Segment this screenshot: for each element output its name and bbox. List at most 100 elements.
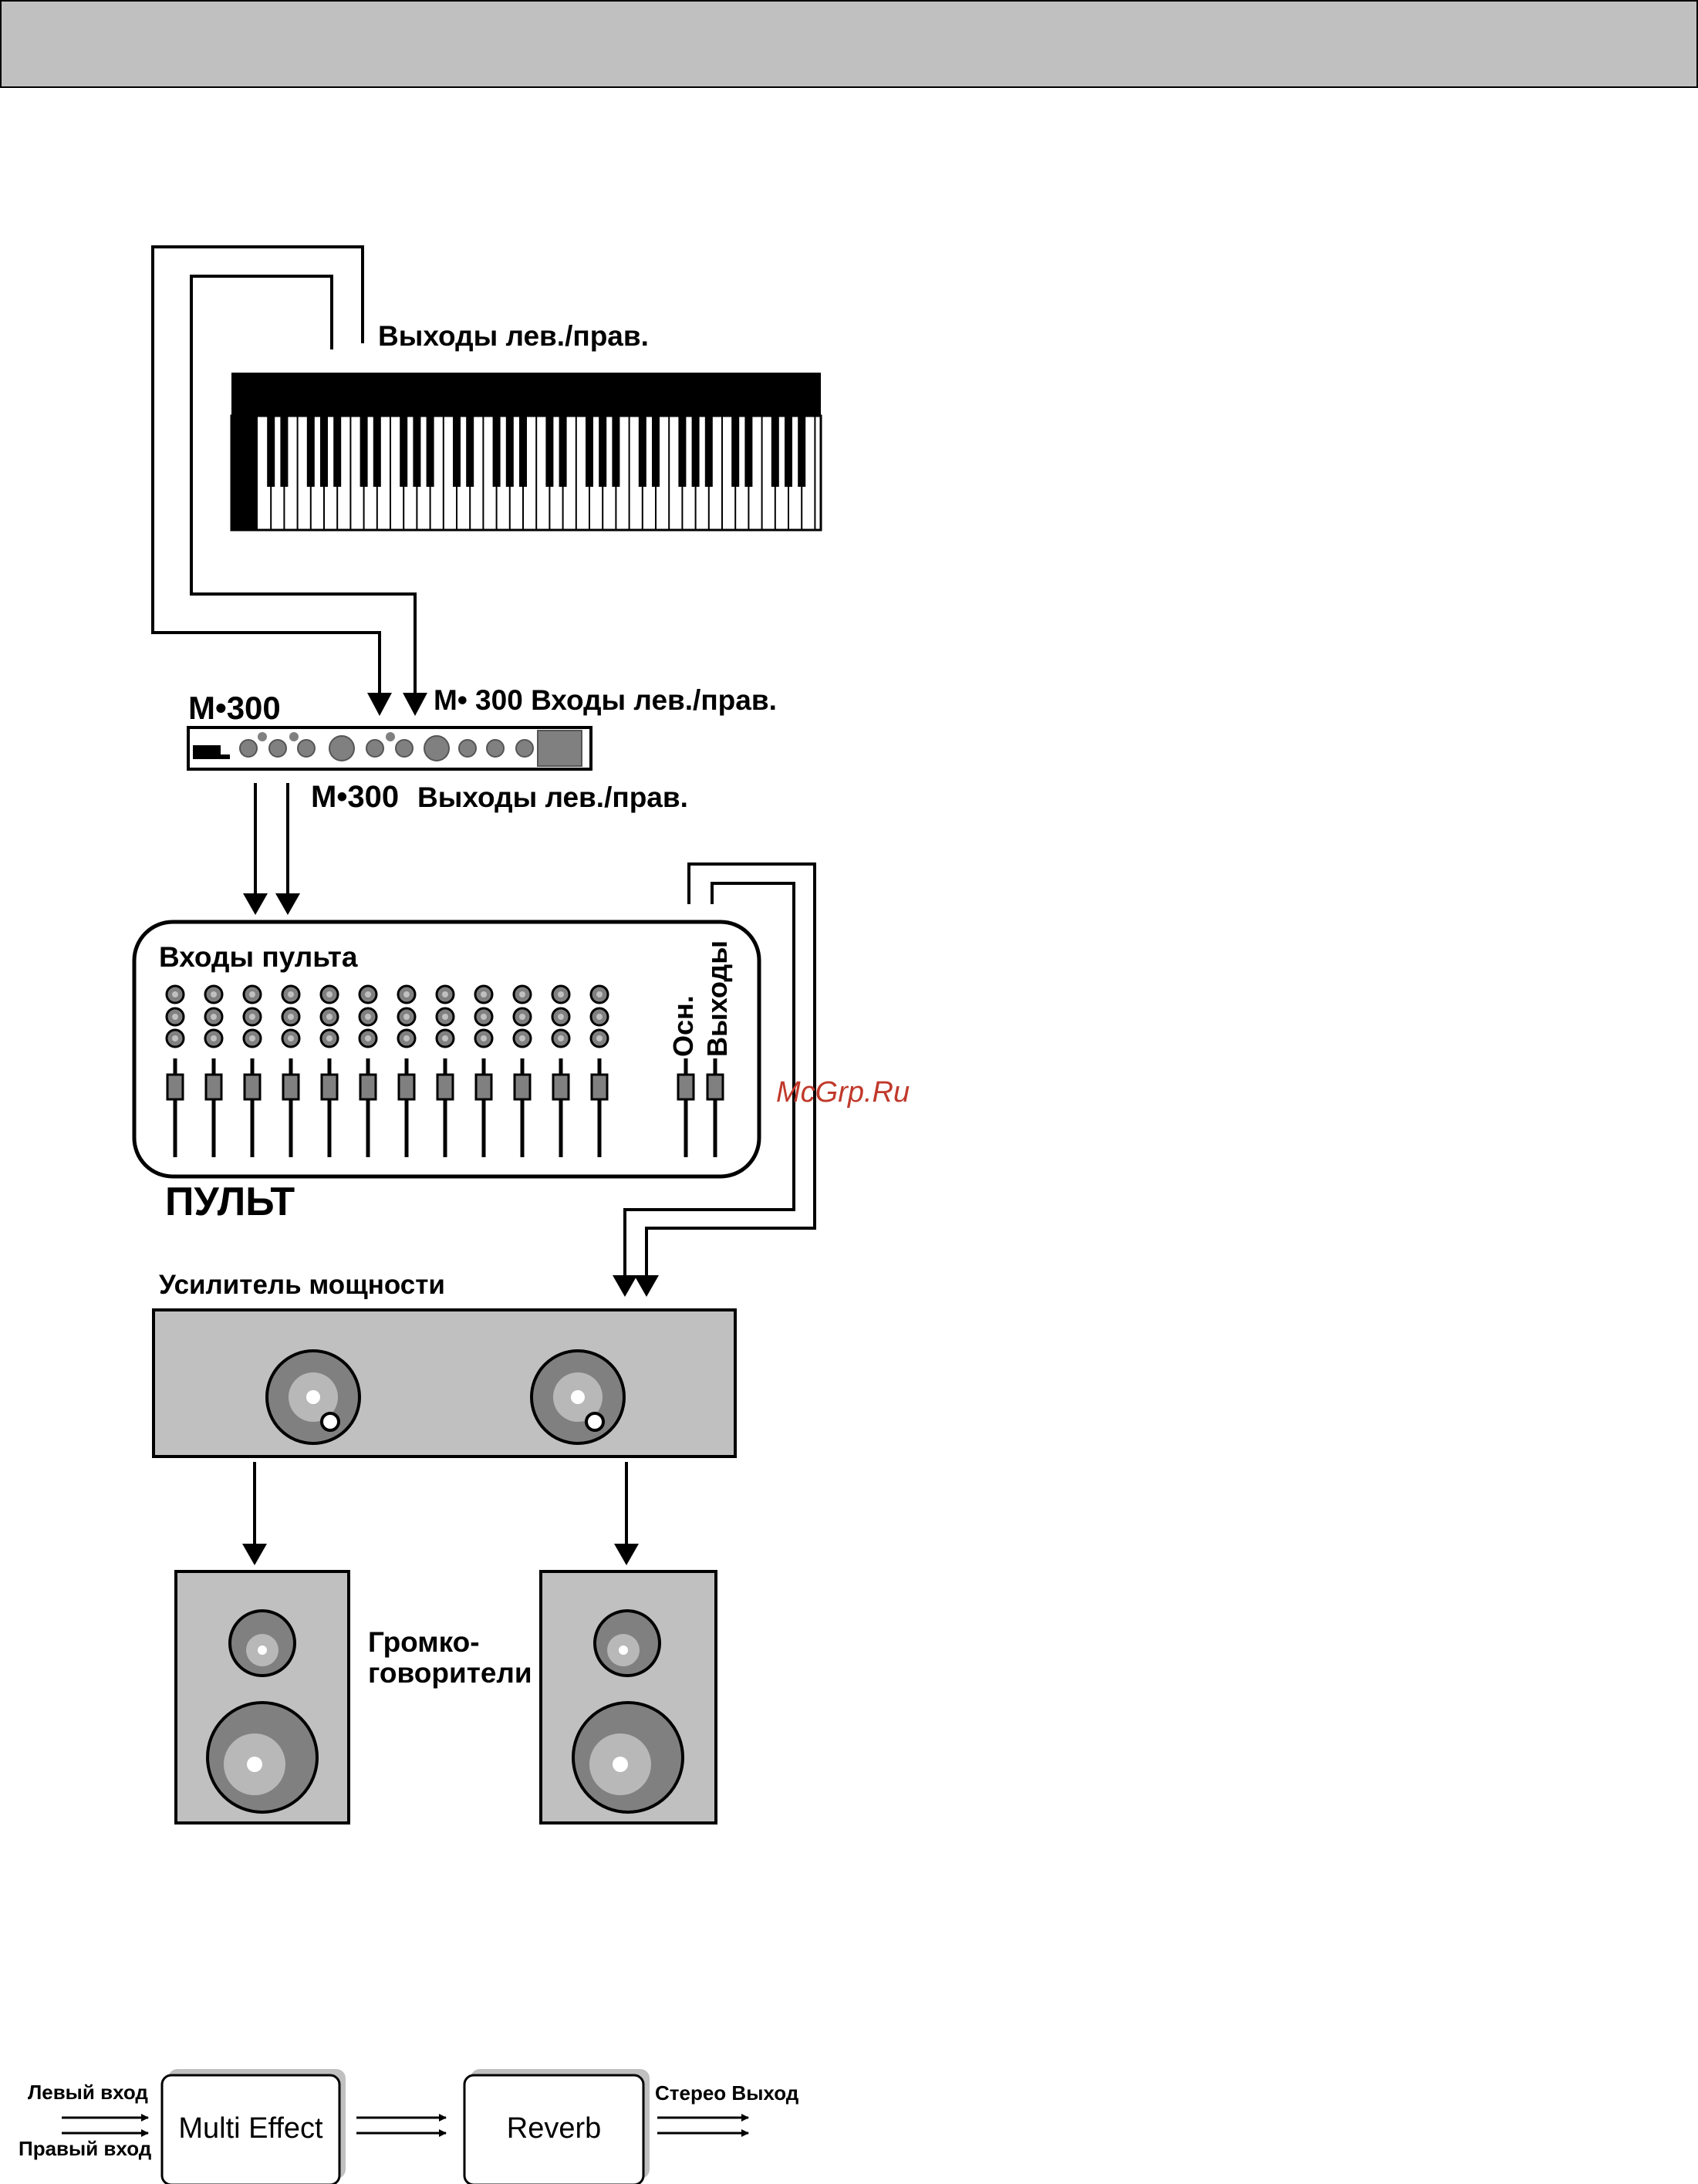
speakers-label-line1: Громко- [368, 1626, 480, 1658]
speakers-label-line2: говорители [368, 1657, 532, 1689]
black-key [466, 416, 474, 487]
black-key [280, 416, 288, 487]
m300-knob [459, 740, 476, 757]
mixer: Входы пульта Осн. Выходы [134, 922, 759, 1176]
black-key [652, 416, 660, 487]
channel-knob-center [519, 1014, 525, 1020]
channel-fader [437, 1075, 453, 1099]
channel-knob-center [172, 991, 178, 997]
black-key [360, 416, 368, 487]
channel-knob-center [249, 1035, 255, 1041]
channel-fader [245, 1075, 260, 1099]
black-key [599, 416, 606, 487]
m300-knob [329, 736, 354, 761]
black-key [678, 416, 686, 487]
signal-flow: Левый вход Правый вход Multi Effect Reve… [19, 2069, 799, 2184]
m300-led [258, 732, 267, 741]
speaker-left [176, 1571, 349, 1823]
m300-logo: M•300 [188, 690, 281, 726]
black-key [320, 416, 328, 487]
m300-outputs-logo: M•300 [311, 780, 399, 814]
channel-knob-center [211, 991, 217, 997]
left-input-label: Левый вход [28, 2081, 148, 2104]
black-key [400, 416, 407, 487]
channel-fader [167, 1075, 183, 1099]
channel-knob-center [326, 991, 333, 997]
m300-led [386, 732, 395, 741]
channel-fader [283, 1075, 299, 1099]
m300-knob [396, 740, 413, 757]
channel-knob-center [558, 991, 564, 997]
black-key [506, 416, 514, 487]
black-key [612, 416, 619, 487]
channel-knob-center [288, 1035, 294, 1041]
black-key [453, 416, 461, 487]
mixer-name: ПУЛЬТ [165, 1180, 295, 1224]
black-key [798, 416, 805, 487]
black-key [413, 416, 420, 487]
m300-inputs-label: M• 300 Входы лев./прав. [434, 684, 777, 716]
arrow-head [403, 693, 427, 716]
channel-knob-center [326, 1014, 333, 1020]
channel-knob-center [403, 1035, 410, 1041]
black-key [373, 416, 381, 487]
black-key [493, 416, 501, 487]
speaker-right [541, 1571, 716, 1823]
black-key [785, 416, 792, 487]
black-key [307, 416, 315, 487]
black-key [267, 416, 275, 487]
channel-knob-center [249, 1014, 255, 1020]
channel-knob-center [403, 991, 410, 997]
m300-outputs-label: Выходы лев./прав. [417, 781, 688, 813]
reverb-label: Reverb [507, 2112, 602, 2145]
channel-knob-center [172, 1035, 178, 1041]
channel-knob-center [596, 1035, 603, 1041]
amp-knob-left [267, 1351, 360, 1443]
arrow-head [634, 1275, 659, 1297]
channel-fader [322, 1075, 337, 1099]
channel-knob-center [481, 991, 487, 997]
m300-knob [240, 740, 257, 757]
channel-knob-center [249, 991, 255, 997]
m300-knob [269, 740, 286, 757]
channel-fader [592, 1075, 607, 1099]
stereo-output-label: Стерео Выход [655, 2081, 799, 2105]
channel-knob-center [558, 1035, 564, 1041]
channel-fader [476, 1075, 491, 1099]
black-key [744, 416, 752, 487]
arrow-head [242, 1544, 267, 1565]
channel-knob-center [442, 991, 448, 997]
black-key [333, 416, 341, 487]
black-key [545, 416, 553, 487]
m300-unit [188, 727, 591, 769]
channel-knob-center [596, 1014, 603, 1020]
channel-knob-center [211, 1035, 217, 1041]
keyboard-outputs-label: Выходы лев./прав. [378, 320, 649, 352]
black-key [519, 416, 527, 487]
mixer-main-label: Осн. [667, 995, 699, 1057]
channel-knob-center [365, 1014, 371, 1020]
master-fader [707, 1075, 723, 1099]
channel-fader [515, 1075, 530, 1099]
channel-knob-center [211, 1014, 217, 1020]
channel-knob-center [481, 1035, 487, 1041]
channel-knob-center [288, 991, 294, 997]
channel-knob-center [172, 1014, 178, 1020]
black-key [692, 416, 700, 487]
channel-knob-center [519, 991, 525, 997]
multi-effect-label: Multi Effect [178, 2112, 323, 2145]
keyboard [231, 373, 821, 530]
black-key [731, 416, 739, 487]
channel-fader [360, 1075, 376, 1099]
black-key [559, 416, 567, 487]
mixer-outputs-label: Выходы [701, 940, 733, 1057]
m300-knob [298, 740, 315, 757]
channel-knob-center [481, 1014, 487, 1020]
channel-knob-center [442, 1035, 448, 1041]
arrow-head [614, 1544, 639, 1565]
channel-fader [399, 1075, 414, 1099]
channel-fader [206, 1075, 221, 1099]
black-key [586, 416, 593, 487]
arrow-head [613, 1275, 637, 1297]
channel-knob-center [365, 1035, 371, 1041]
